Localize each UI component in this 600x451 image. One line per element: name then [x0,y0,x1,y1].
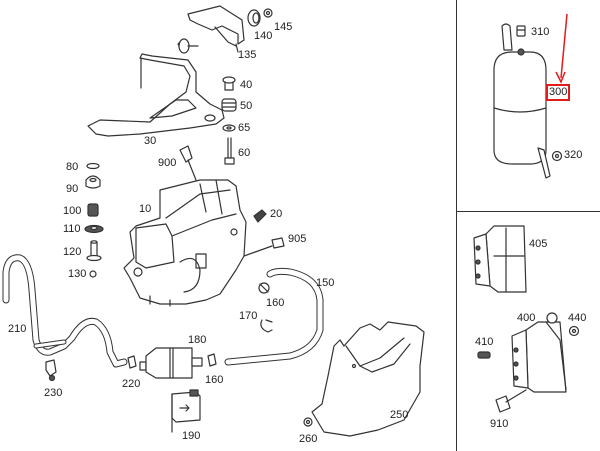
part-label-405[interactable]: 405 [529,238,548,250]
part-label-135[interactable]: 135 [238,49,257,61]
part-220-clamp[interactable] [128,356,136,368]
part-label-320[interactable]: 320 [564,149,583,161]
part-label-30[interactable]: 30 [144,135,157,147]
part-140-grommet[interactable] [248,10,260,26]
part-110-washer[interactable] [85,226,103,233]
part-310-nut[interactable] [517,26,525,36]
part-180-filter[interactable] [140,348,202,378]
part-260-nut[interactable] [304,418,312,426]
part-label-140[interactable]: 140 [254,30,273,42]
part-label-65[interactable]: 65 [238,122,251,134]
part-label-180[interactable]: 180 [188,334,207,346]
part-label-60[interactable]: 60 [238,147,251,159]
part-900-connector[interactable] [180,146,196,180]
part-label-410[interactable]: 410 [475,336,494,348]
part-210-hose[interactable] [6,258,124,364]
part-label-145[interactable]: 145 [274,21,293,33]
part-label-80[interactable]: 80 [66,161,79,173]
part-label-170[interactable]: 170 [239,310,258,322]
part-label-190[interactable]: 190 [182,430,201,442]
part-label-300-highlighted[interactable]: 300 [546,84,571,101]
part-405-valve-block[interactable] [474,226,526,292]
part-label-20[interactable]: 20 [270,208,283,220]
part-320-nut[interactable] [553,152,562,161]
part-label-230[interactable]: 230 [44,387,63,399]
part-label-310[interactable]: 310 [531,26,550,38]
part-40-sleeve[interactable] [223,77,235,90]
part-label-440[interactable]: 440 [568,312,587,324]
part-400-valve-block[interactable] [512,313,566,392]
part-label-90[interactable]: 90 [66,183,79,195]
part-10-compressor[interactable] [124,180,246,306]
part-145-nut[interactable] [264,9,272,17]
part-905-connector[interactable] [244,238,284,256]
part-135-bracket[interactable] [188,6,244,46]
part-label-260[interactable]: 260 [299,433,318,445]
part-440-nut[interactable] [570,327,579,336]
part-150-hose[interactable] [228,271,320,362]
part-65-washer[interactable] [223,125,235,131]
part-label-120[interactable]: 120 [63,246,82,258]
part-910-connector[interactable] [496,390,526,412]
part-90-rubber-buffer[interactable] [86,176,100,188]
part-label-900[interactable]: 900 [158,157,177,169]
part-160-clamp-lower[interactable] [208,354,216,366]
part-80-washer[interactable] [87,164,99,169]
part-190-bracket[interactable] [172,390,200,432]
part-label-40[interactable]: 40 [240,79,253,91]
part-60-bolt[interactable] [225,138,234,164]
part-label-50[interactable]: 50 [240,100,253,112]
panel-divider-vertical [456,0,457,451]
part-250-cover[interactable] [312,322,424,436]
part-410-fitting[interactable] [478,352,490,358]
part-label-160-lower[interactable]: 160 [205,374,224,386]
part-130-nut[interactable] [90,271,96,277]
part-170-clip[interactable] [261,320,272,332]
part-label-905[interactable]: 905 [288,233,307,245]
part-120-pin[interactable] [87,241,101,261]
part-label-910[interactable]: 910 [490,418,509,430]
part-30-mounting-frame[interactable] [88,39,224,136]
part-20-fitting[interactable] [254,210,266,222]
part-label-250[interactable]: 250 [390,409,409,421]
part-50-rubber-mount[interactable] [222,99,236,111]
part-300-pressure-reservoir[interactable] [494,24,550,178]
part-100-spring[interactable] [88,204,98,216]
part-230-clip[interactable] [46,360,56,381]
part-label-160-upper[interactable]: 160 [266,297,285,309]
highlight-arrow [556,14,567,82]
leader-135 [236,44,238,52]
part-160-clamp-upper[interactable] [259,283,269,293]
panel-divider-horizontal [456,211,600,212]
part-label-100[interactable]: 100 [63,205,82,217]
part-label-210[interactable]: 210 [8,323,27,335]
part-label-400[interactable]: 400 [517,312,536,324]
part-label-110[interactable]: 110 [63,223,81,235]
part-label-10[interactable]: 10 [139,203,152,215]
part-label-220[interactable]: 220 [122,378,141,390]
part-label-150[interactable]: 150 [316,277,335,289]
part-label-130[interactable]: 130 [68,268,87,280]
